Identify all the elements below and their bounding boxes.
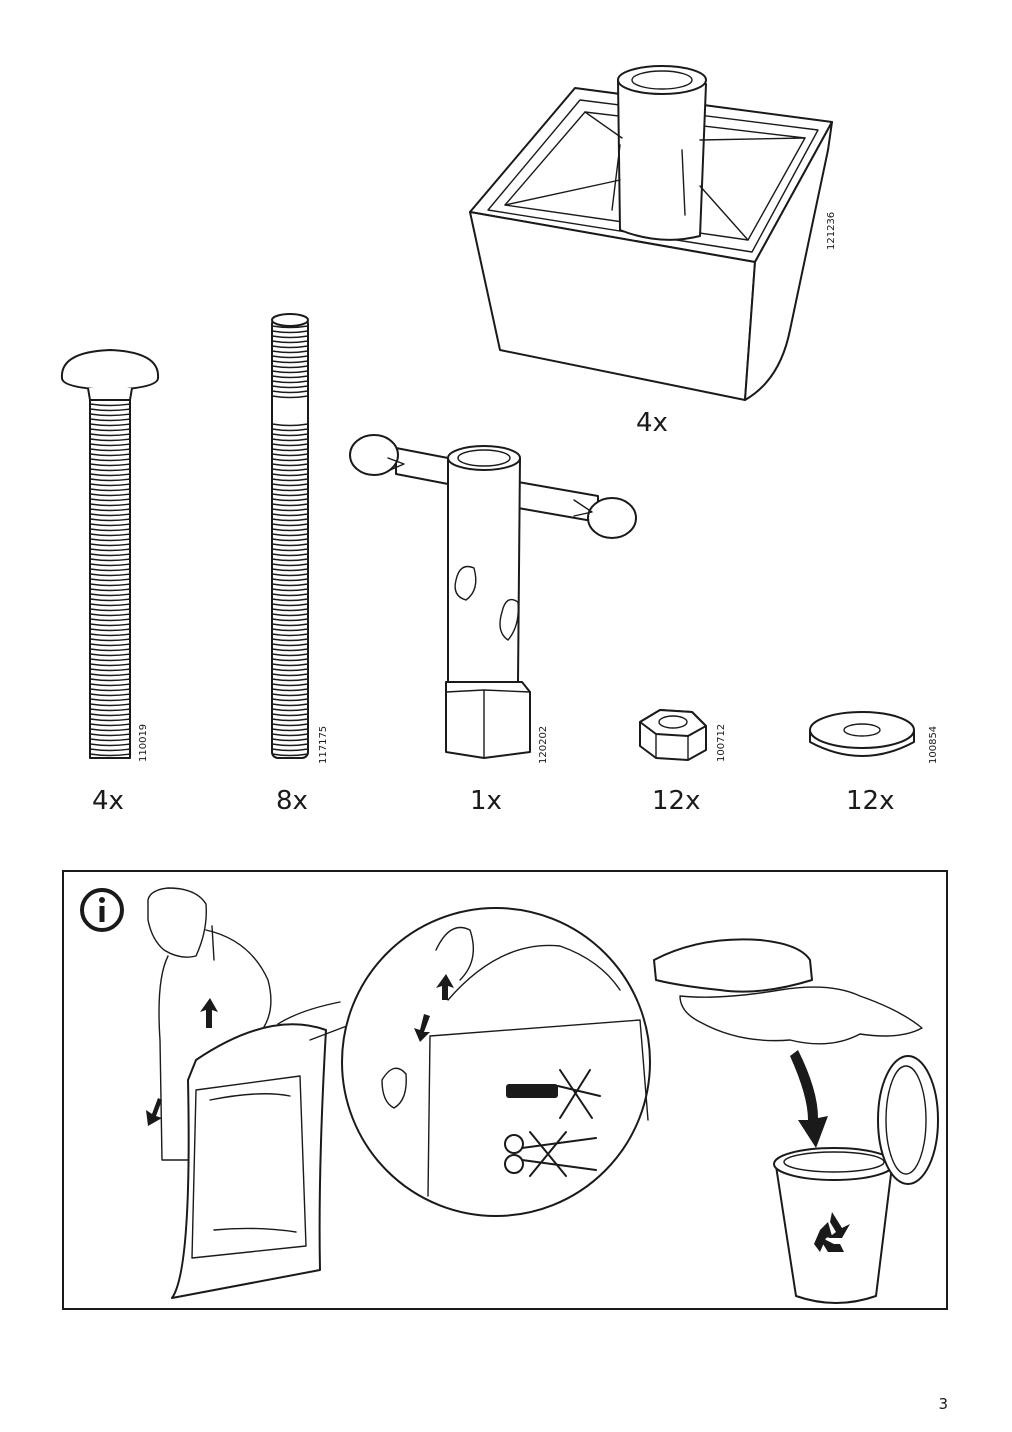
person-unpacking-illustration	[146, 887, 327, 1299]
part-qty-120202: 1x	[470, 786, 502, 816]
page-number: 3	[938, 1395, 948, 1413]
no-knife-icon	[506, 1069, 601, 1119]
recycle-bag-illustration	[653, 938, 939, 1304]
part-qty-117175: 8x	[276, 786, 308, 816]
zoom-detail-illustration	[277, 907, 651, 1217]
part-qty-110019: 4x	[92, 786, 124, 816]
part-qty-121236: 4x	[636, 408, 668, 438]
no-scissors-icon	[504, 1131, 597, 1177]
info-icon	[80, 888, 124, 932]
part-qty-100854: 12x	[846, 786, 895, 816]
recycle-icon	[814, 1212, 850, 1252]
unpacking-info-panel	[62, 870, 948, 1310]
part-qty-100712: 12x	[652, 786, 701, 816]
